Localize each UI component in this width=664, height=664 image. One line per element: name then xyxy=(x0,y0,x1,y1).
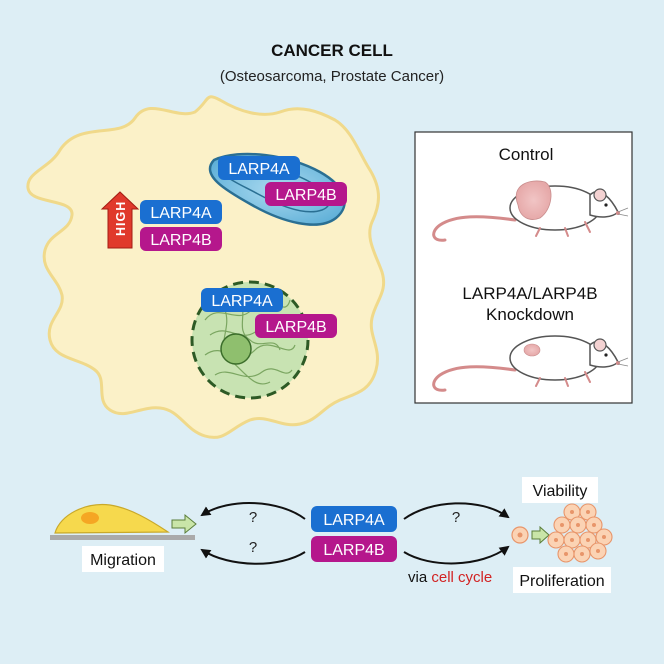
mito-larp4b-badge xyxy=(265,182,347,206)
via-cell-cycle-text: via cell cycle xyxy=(408,569,492,586)
arrow-to-viability xyxy=(403,502,510,520)
cytoplasm-larp4a-badge xyxy=(140,200,222,224)
nucleus-larp4b-badge xyxy=(255,314,337,338)
bottom-larp4b-badge xyxy=(311,536,397,562)
page-subtitle: (Osteosarcoma, Prostate Cancer) xyxy=(220,68,444,85)
viability-label-box xyxy=(522,477,598,503)
migration-label-box xyxy=(82,546,164,572)
migration-label: Migration xyxy=(90,552,156,569)
cell-cluster-icon xyxy=(547,503,613,563)
knockdown-label-line1: LARP4A/LARP4B xyxy=(462,284,597,303)
viability-label: Viability xyxy=(533,483,588,500)
cytoplasm-larp4b-label: LARP4B xyxy=(150,232,211,249)
cytoplasm-larp4a-label: LARP4A xyxy=(150,205,212,222)
arrow-to-proliferation xyxy=(403,545,510,565)
control-label: Control xyxy=(499,145,554,164)
proliferation-label: Proliferation xyxy=(519,573,604,590)
high-arrow-icon: HIGH xyxy=(100,191,140,249)
arrow-to-migration-bottom xyxy=(200,548,306,565)
bottom-larp4b-label: LARP4B xyxy=(323,542,384,559)
bottom-larp4a-label: LARP4A xyxy=(323,512,385,529)
mito-larp4a-label: LARP4A xyxy=(228,161,290,178)
migrating-cell-icon xyxy=(50,503,195,540)
mito-larp4b-label: LARP4B xyxy=(275,187,336,204)
high-label: HIGH xyxy=(114,201,128,236)
control-mouse-icon xyxy=(432,180,629,242)
cancer-cell-body xyxy=(26,95,386,439)
via-prefix: via xyxy=(408,569,428,586)
question-mark-bottom-left: ? xyxy=(249,539,257,556)
nucleus-larp4a-badge xyxy=(201,288,283,312)
arrow-to-migration-top xyxy=(200,502,306,520)
proliferation-label-box xyxy=(513,567,611,593)
cell-cluster-nuclei xyxy=(554,510,606,556)
cytoplasm-larp4b-badge xyxy=(140,227,222,251)
knockdown-label-line2: Knockdown xyxy=(486,305,574,324)
cell-cycle-highlight: cell cycle xyxy=(431,569,492,586)
knockdown-mouse-icon xyxy=(432,335,629,392)
question-mark-top-left: ? xyxy=(249,509,257,526)
nucleus-larp4b-label: LARP4B xyxy=(265,319,326,336)
mito-larp4a-badge xyxy=(218,156,300,180)
migration-small-arrow-icon xyxy=(171,513,197,535)
nucleus-larp4a-label: LARP4A xyxy=(211,293,273,310)
page-title: CANCER CELL xyxy=(271,41,393,60)
bottom-larp4a-badge xyxy=(311,506,397,532)
question-mark-right: ? xyxy=(452,509,460,526)
proliferation-small-arrow-icon xyxy=(531,525,550,545)
